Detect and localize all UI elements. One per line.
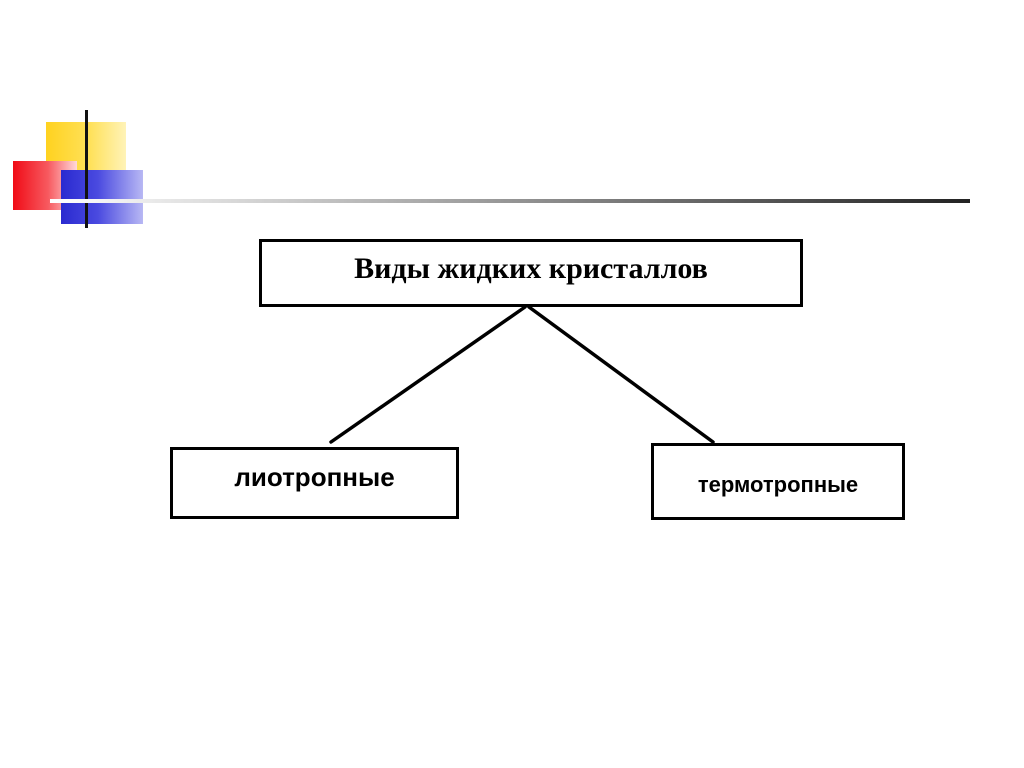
connector-root-to-thermotropic [527,305,715,444]
diagram-child-node-lyotropic: лиотропные [170,447,459,519]
connector-root-to-lyotropic [329,305,527,444]
logo-blue-square [61,170,143,224]
title-divider-line [50,199,970,203]
logo-vertical-line [85,110,88,228]
lyotropic-node-label: лиотропные [234,461,395,492]
thermotropic-node-label: термотропные [697,471,859,497]
diagram-child-node-thermotropic: термотропные [651,443,905,520]
root-node-label: Виды жидких кристаллов [354,252,708,285]
diagram-root-node: Виды жидких кристаллов [259,239,803,307]
